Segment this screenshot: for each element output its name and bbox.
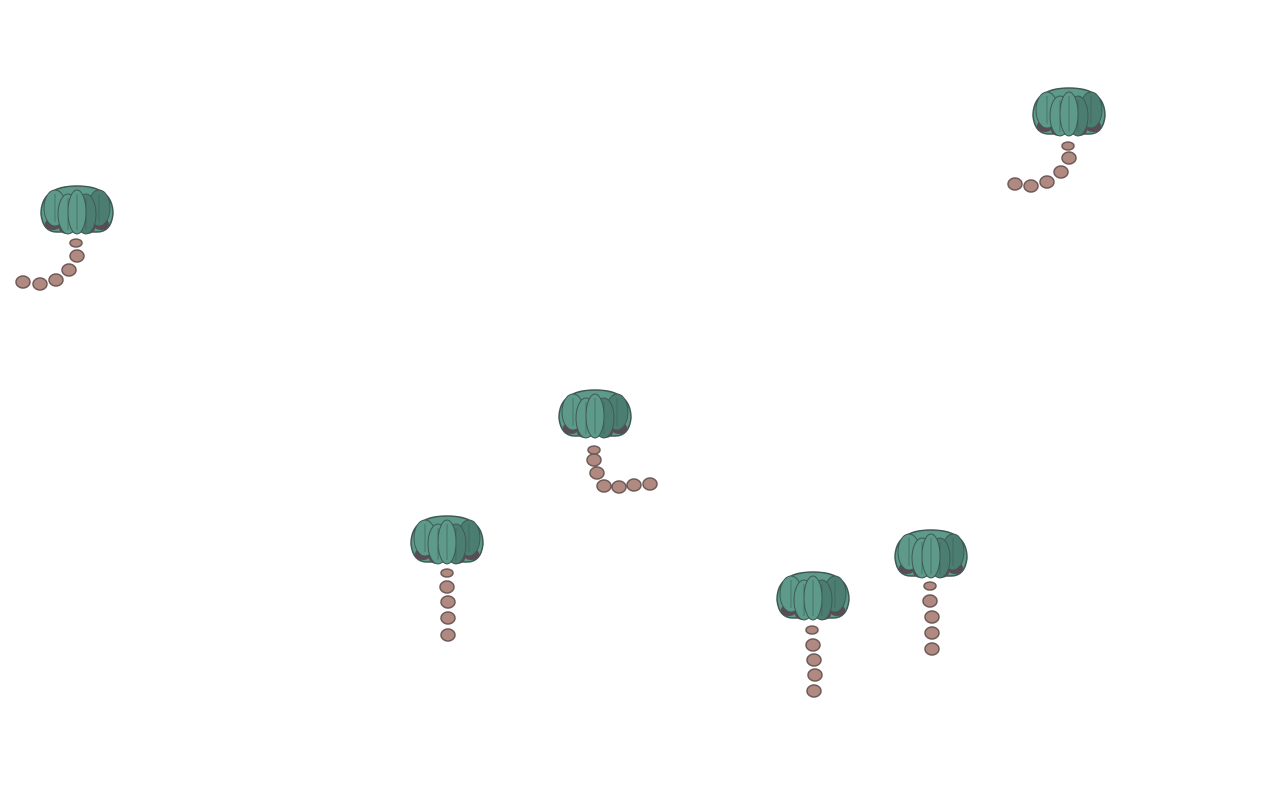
trunk-segment xyxy=(1039,175,1055,189)
palm-tree-sprite xyxy=(1007,87,1106,193)
trunk-segment xyxy=(589,466,605,480)
trunk-segment xyxy=(924,610,940,624)
trunk-segment xyxy=(806,684,822,698)
trunk-segment xyxy=(924,642,940,656)
trunk-segment xyxy=(48,273,64,287)
palm-tree-sprite xyxy=(894,529,968,656)
trunk-segment xyxy=(1053,165,1069,179)
trunk-segment xyxy=(440,568,454,578)
trunk-segment xyxy=(642,477,658,491)
trunk-segment xyxy=(805,638,821,652)
palm-crown xyxy=(40,185,114,235)
trunk-segment xyxy=(922,594,938,608)
palm-tree xyxy=(763,566,863,698)
trunk-segment xyxy=(15,275,31,289)
trunk-segment xyxy=(586,453,602,467)
palm-tree xyxy=(545,384,658,514)
trunk-segment xyxy=(440,628,456,642)
palm-tree xyxy=(0,180,114,310)
trunk-segment xyxy=(807,668,823,682)
trunk-segment xyxy=(611,480,627,494)
palm-crown xyxy=(894,529,968,579)
palm-tree xyxy=(881,524,981,656)
trunk-segment xyxy=(923,581,937,591)
trunk-segment xyxy=(587,445,601,455)
trunk-segment xyxy=(1023,179,1039,193)
trunk-segment xyxy=(1061,141,1075,151)
palm-crown xyxy=(410,515,484,565)
trunk-segment xyxy=(32,277,48,291)
palm-tree-sprite xyxy=(410,515,484,642)
palm-crown xyxy=(1032,87,1106,137)
trunk-segment xyxy=(806,653,822,667)
palm-tree-sprite xyxy=(776,571,850,698)
palm-crown xyxy=(558,389,632,439)
trunk-segment xyxy=(1007,177,1023,191)
trunk-segment xyxy=(440,595,456,609)
palm-tree xyxy=(992,82,1106,212)
trunk-segment xyxy=(805,625,819,635)
palm-tree xyxy=(397,510,497,642)
trunk-segment xyxy=(61,263,77,277)
trunk-segment xyxy=(596,479,612,493)
trunk-segment xyxy=(69,238,83,248)
trunk-segment xyxy=(439,580,455,594)
trunk-segment xyxy=(69,249,85,263)
palm-tree-sprite xyxy=(558,389,658,494)
trunk-segment xyxy=(924,626,940,640)
palm-crown xyxy=(776,571,850,621)
trunk-segment xyxy=(1061,151,1077,165)
trunk-segment xyxy=(440,611,456,625)
trunk-segment xyxy=(626,478,642,492)
palm-tree-sprite xyxy=(15,185,114,291)
